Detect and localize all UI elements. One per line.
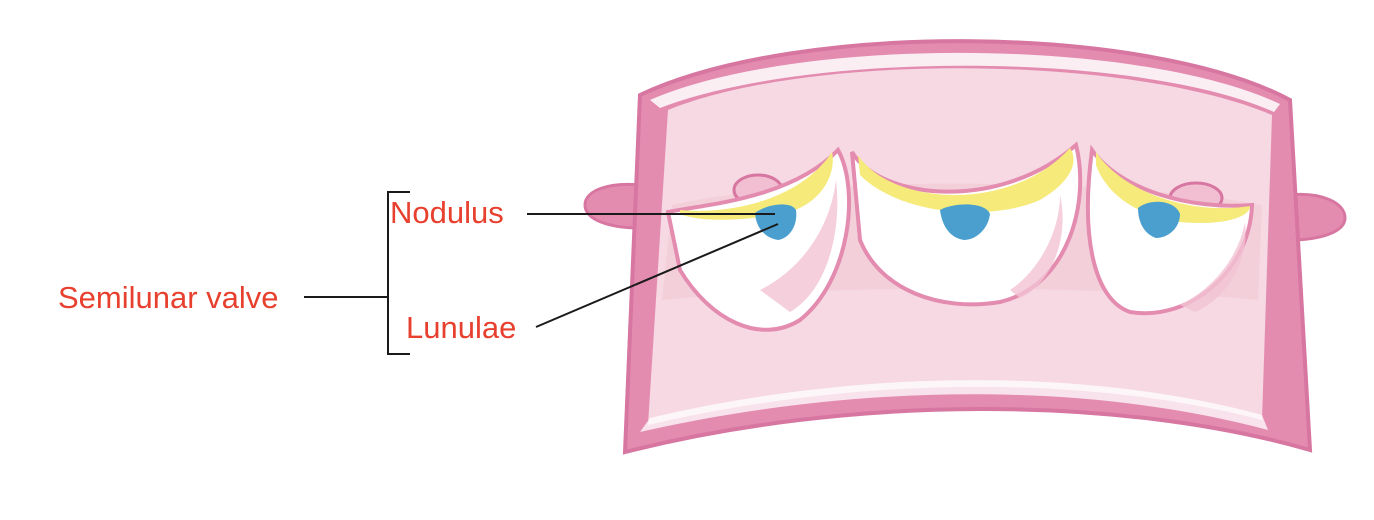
right-nodulus <box>1138 201 1180 238</box>
right-lunula <box>1096 152 1250 224</box>
left-ear <box>583 182 642 230</box>
vessel-lower-lip <box>640 380 1268 432</box>
nodulus-label: Nodulus <box>390 195 504 230</box>
label-bracket <box>304 191 410 355</box>
vessel-top-rim <box>650 52 1280 112</box>
lunulae-label: Lunulae <box>406 310 517 345</box>
right-cusp <box>1085 144 1255 316</box>
lunulae-leader-line <box>535 223 779 328</box>
middle-lunula <box>858 148 1074 213</box>
middle-cusp <box>850 141 1083 307</box>
left-cusp <box>665 146 852 332</box>
semilunar-valve-label: Semilunar valve <box>58 280 279 315</box>
right-ear <box>1288 192 1347 242</box>
left-lunula <box>680 152 833 220</box>
middle-nodulus <box>940 204 990 240</box>
